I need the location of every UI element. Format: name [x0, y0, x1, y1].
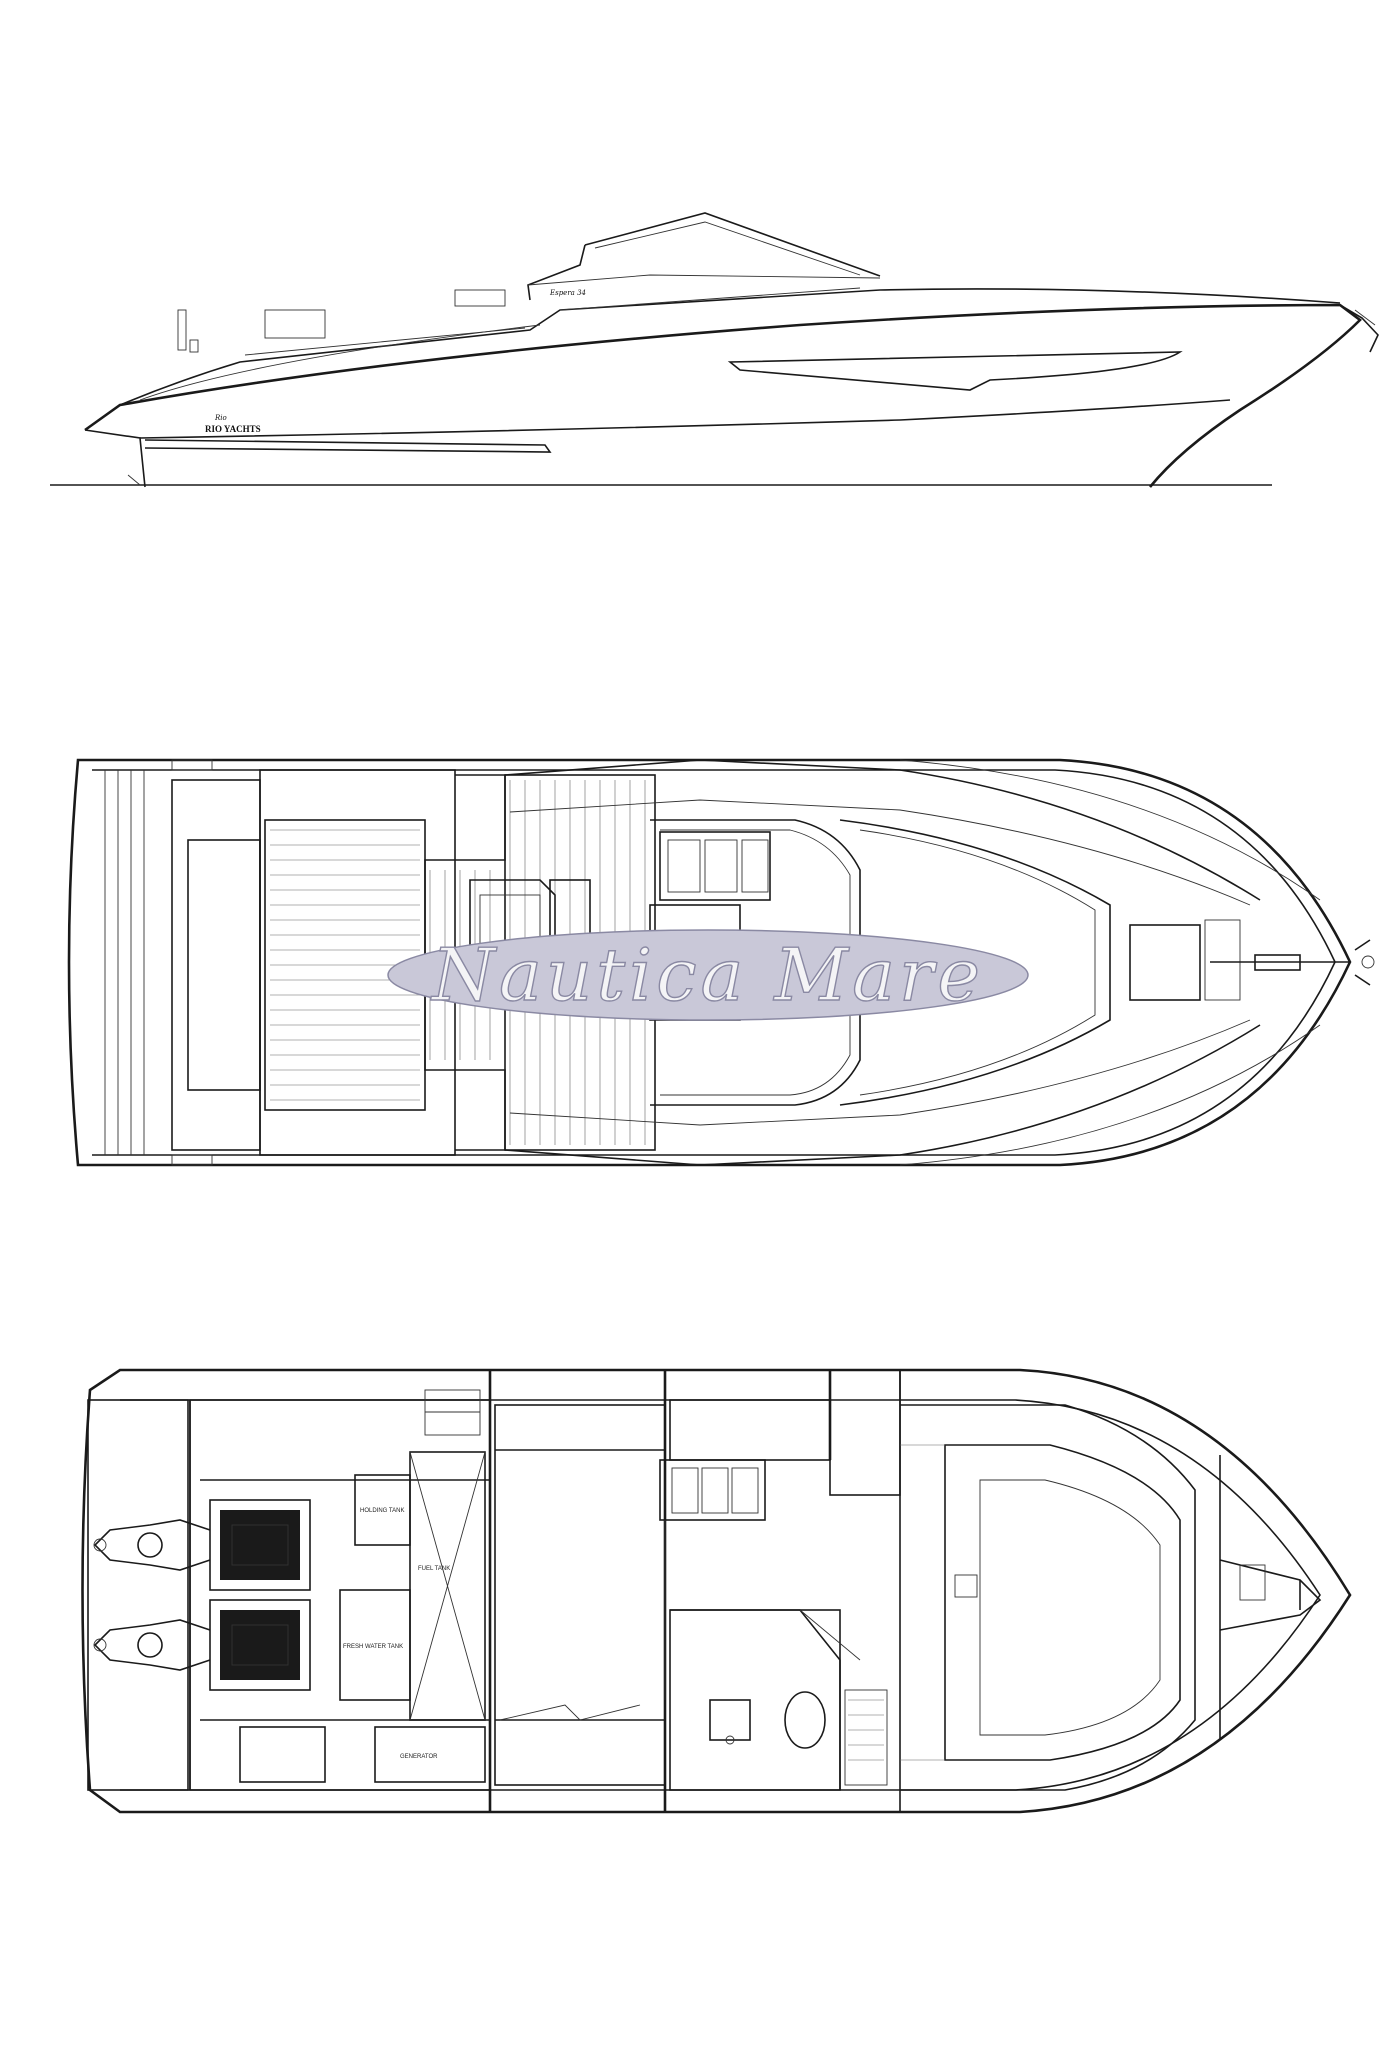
brand-script: Rio [214, 414, 227, 422]
layout-plan-view: HOLDING TANK FRESH WATER TANK FUEL TANK … [81, 1368, 1352, 1814]
watermark-ellipse [387, 929, 1029, 1021]
watermark: Nautica Mare [387, 929, 1029, 1021]
watermark-text: Nautica Mare [430, 933, 984, 1017]
fuel-tank-label: FUEL TANK [418, 1566, 450, 1572]
model-script: Espera 34 [549, 289, 586, 297]
brand-label: RIO YACHTS [205, 424, 261, 434]
fresh-water-tank-label: FRESH WATER TANK [343, 1644, 403, 1650]
generator-label: GENERATOR [400, 1754, 438, 1760]
engine-starboard [93, 1599, 311, 1691]
side-profile-view: Rio RIO YACHTS Espera 34 [50, 212, 1379, 488]
holding-tank-label: HOLDING TANK [360, 1508, 404, 1514]
engine-port [93, 1499, 311, 1591]
